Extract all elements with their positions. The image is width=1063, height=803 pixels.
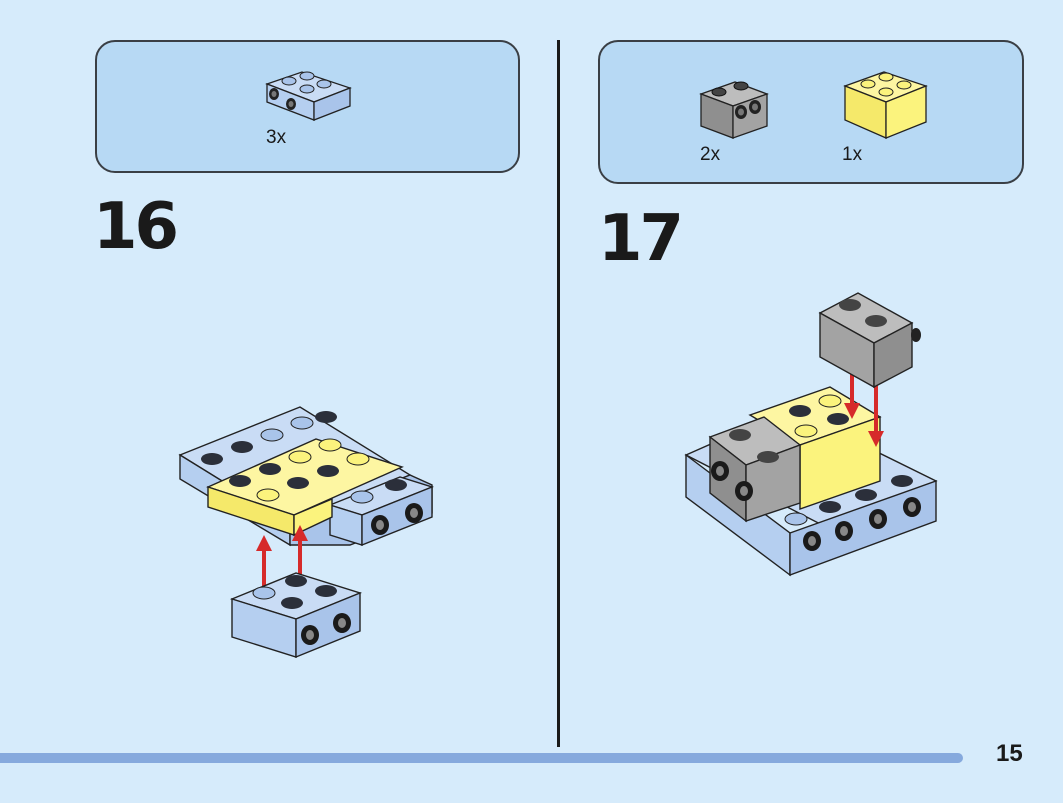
step-17-illustration	[684, 292, 938, 577]
plate-icon	[265, 71, 352, 121]
part-qty: 2x	[700, 144, 721, 165]
step-16-illustration	[178, 406, 435, 659]
page-number: 15	[996, 740, 1023, 767]
gray-brick-icon	[699, 81, 769, 139]
part-qty: 1x	[842, 144, 863, 165]
step-number: 16	[93, 190, 179, 264]
arrow-down-icon	[844, 371, 884, 447]
step-number: 17	[598, 202, 684, 276]
parts-list-step-17: 2x 1x	[598, 40, 1024, 184]
page-divider	[557, 40, 560, 747]
part-qty: 3x	[266, 127, 287, 148]
parts-list-step-16: 3x	[95, 40, 520, 173]
progress-bar	[0, 753, 963, 763]
yellow-brick-icon	[843, 71, 928, 139]
